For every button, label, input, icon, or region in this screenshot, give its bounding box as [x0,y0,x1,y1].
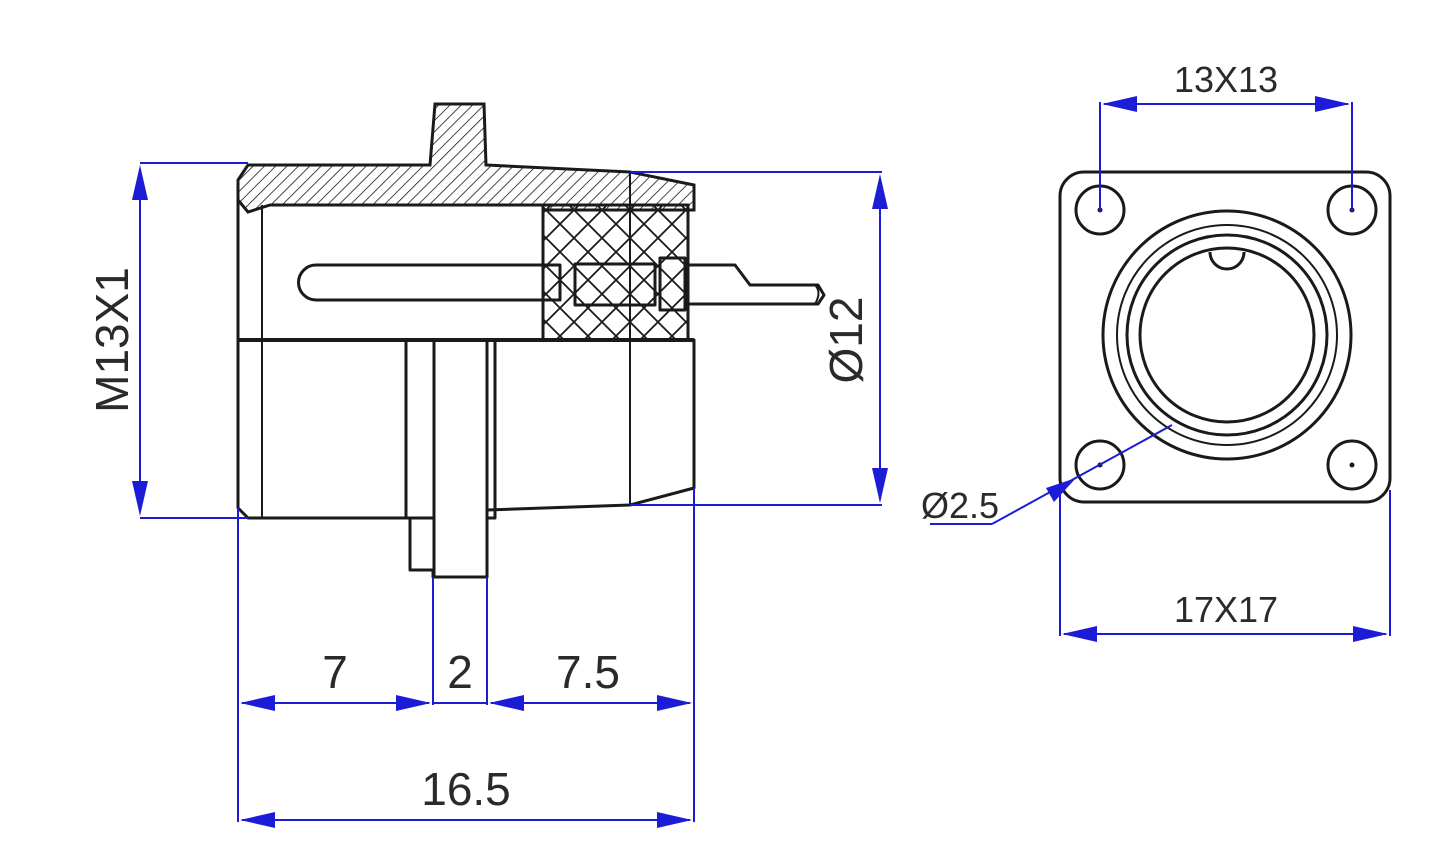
side-view [236,102,826,579]
side-dimensions: M13X1 Ø12 7 2 7.5 16.5 [86,162,888,828]
length-left-label: 7 [322,646,348,698]
diameter-dimension-label: Ø12 [820,297,872,384]
thread-dimension-label: M13X1 [86,267,138,413]
hole-diameter-label: Ø2.5 [921,485,999,526]
shell-section [236,102,696,214]
mounting-hole-bl [1074,439,1126,491]
front-dimensions: 13X13 17X17 Ø2.5 [921,59,1391,642]
length-total-label: 16.5 [421,763,511,815]
mounting-hole-br [1326,439,1378,491]
square-flange [1058,170,1392,504]
contact-pin [297,263,562,302]
length-right-label: 7.5 [556,646,620,698]
receptacle-outer-ring [1101,209,1353,461]
flange-size-label: 17X17 [1174,589,1278,630]
front-view [1058,170,1392,504]
solder-cup [685,263,826,306]
polarization-key [1208,251,1246,271]
length-mid-label: 2 [447,646,473,698]
insulator-section [541,203,690,342]
hole-pitch-label: 13X13 [1174,59,1278,100]
receptacle-insert [1138,246,1316,424]
panel-nut [404,338,436,520]
